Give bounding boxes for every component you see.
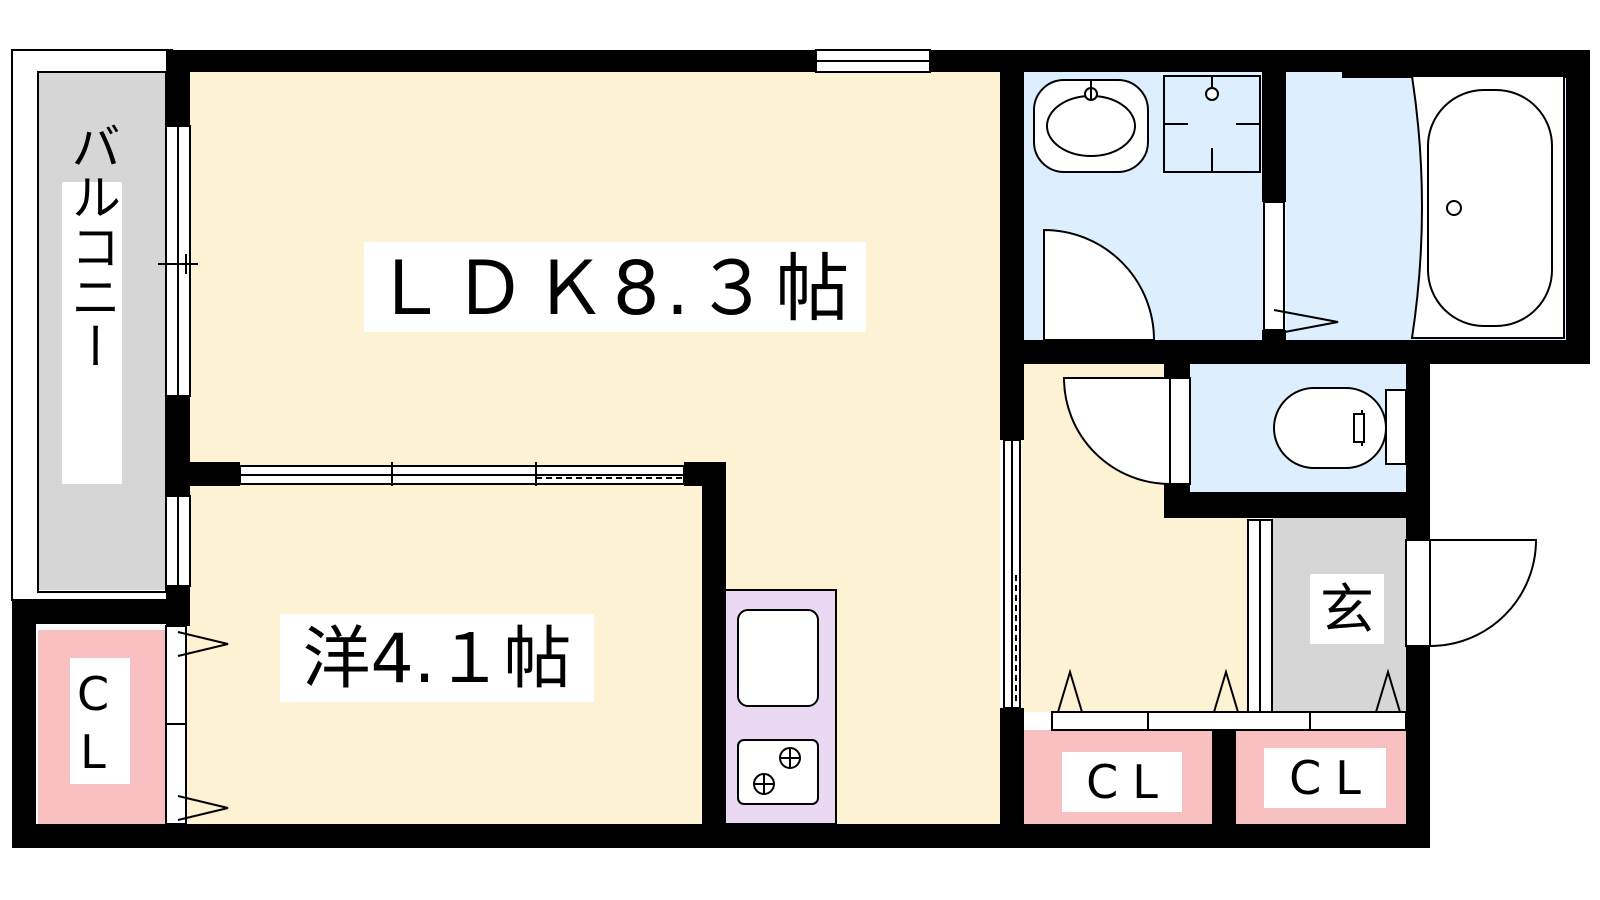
closet-bottom-1-label-text: CL	[1086, 755, 1172, 809]
window-top	[815, 49, 931, 73]
balcony-label: バルコニー	[62, 121, 122, 484]
entrance-door	[1405, 539, 1538, 647]
kitchen-fixtures	[737, 609, 819, 805]
closet-bottom-2-label-text: CL	[1289, 751, 1375, 805]
closet-bottom-doors	[1051, 668, 1407, 731]
washing-machine-space	[1163, 75, 1261, 173]
closet-left-doors	[165, 625, 229, 825]
toilet	[1273, 387, 1407, 469]
western-room-label-text: 洋4.１帖	[303, 620, 572, 699]
entrance-step	[1247, 519, 1273, 713]
washbasin	[1033, 79, 1149, 173]
bathtub	[1410, 75, 1565, 339]
bathroom-door	[1263, 201, 1339, 335]
toilet-door	[1062, 377, 1191, 486]
ldk-label: ＬＤＫ8.３帖	[364, 242, 866, 332]
closet-bottom-2-label: CL	[1264, 748, 1386, 808]
entrance-label: 玄	[1310, 574, 1384, 644]
ldk-label-text: ＬＤＫ8.３帖	[373, 246, 856, 332]
sliding-door-western	[239, 462, 685, 486]
closet-bottom-1-label: CL	[1062, 752, 1182, 812]
entrance-label-text: 玄	[1320, 578, 1374, 641]
sliding-door-balcony	[158, 125, 198, 587]
balcony-label-text: バルコニー	[63, 121, 121, 371]
washroom-door	[1043, 228, 1156, 341]
sliding-door-ldk-hall	[1003, 439, 1021, 709]
western-room-label: 洋4.１帖	[280, 614, 594, 702]
